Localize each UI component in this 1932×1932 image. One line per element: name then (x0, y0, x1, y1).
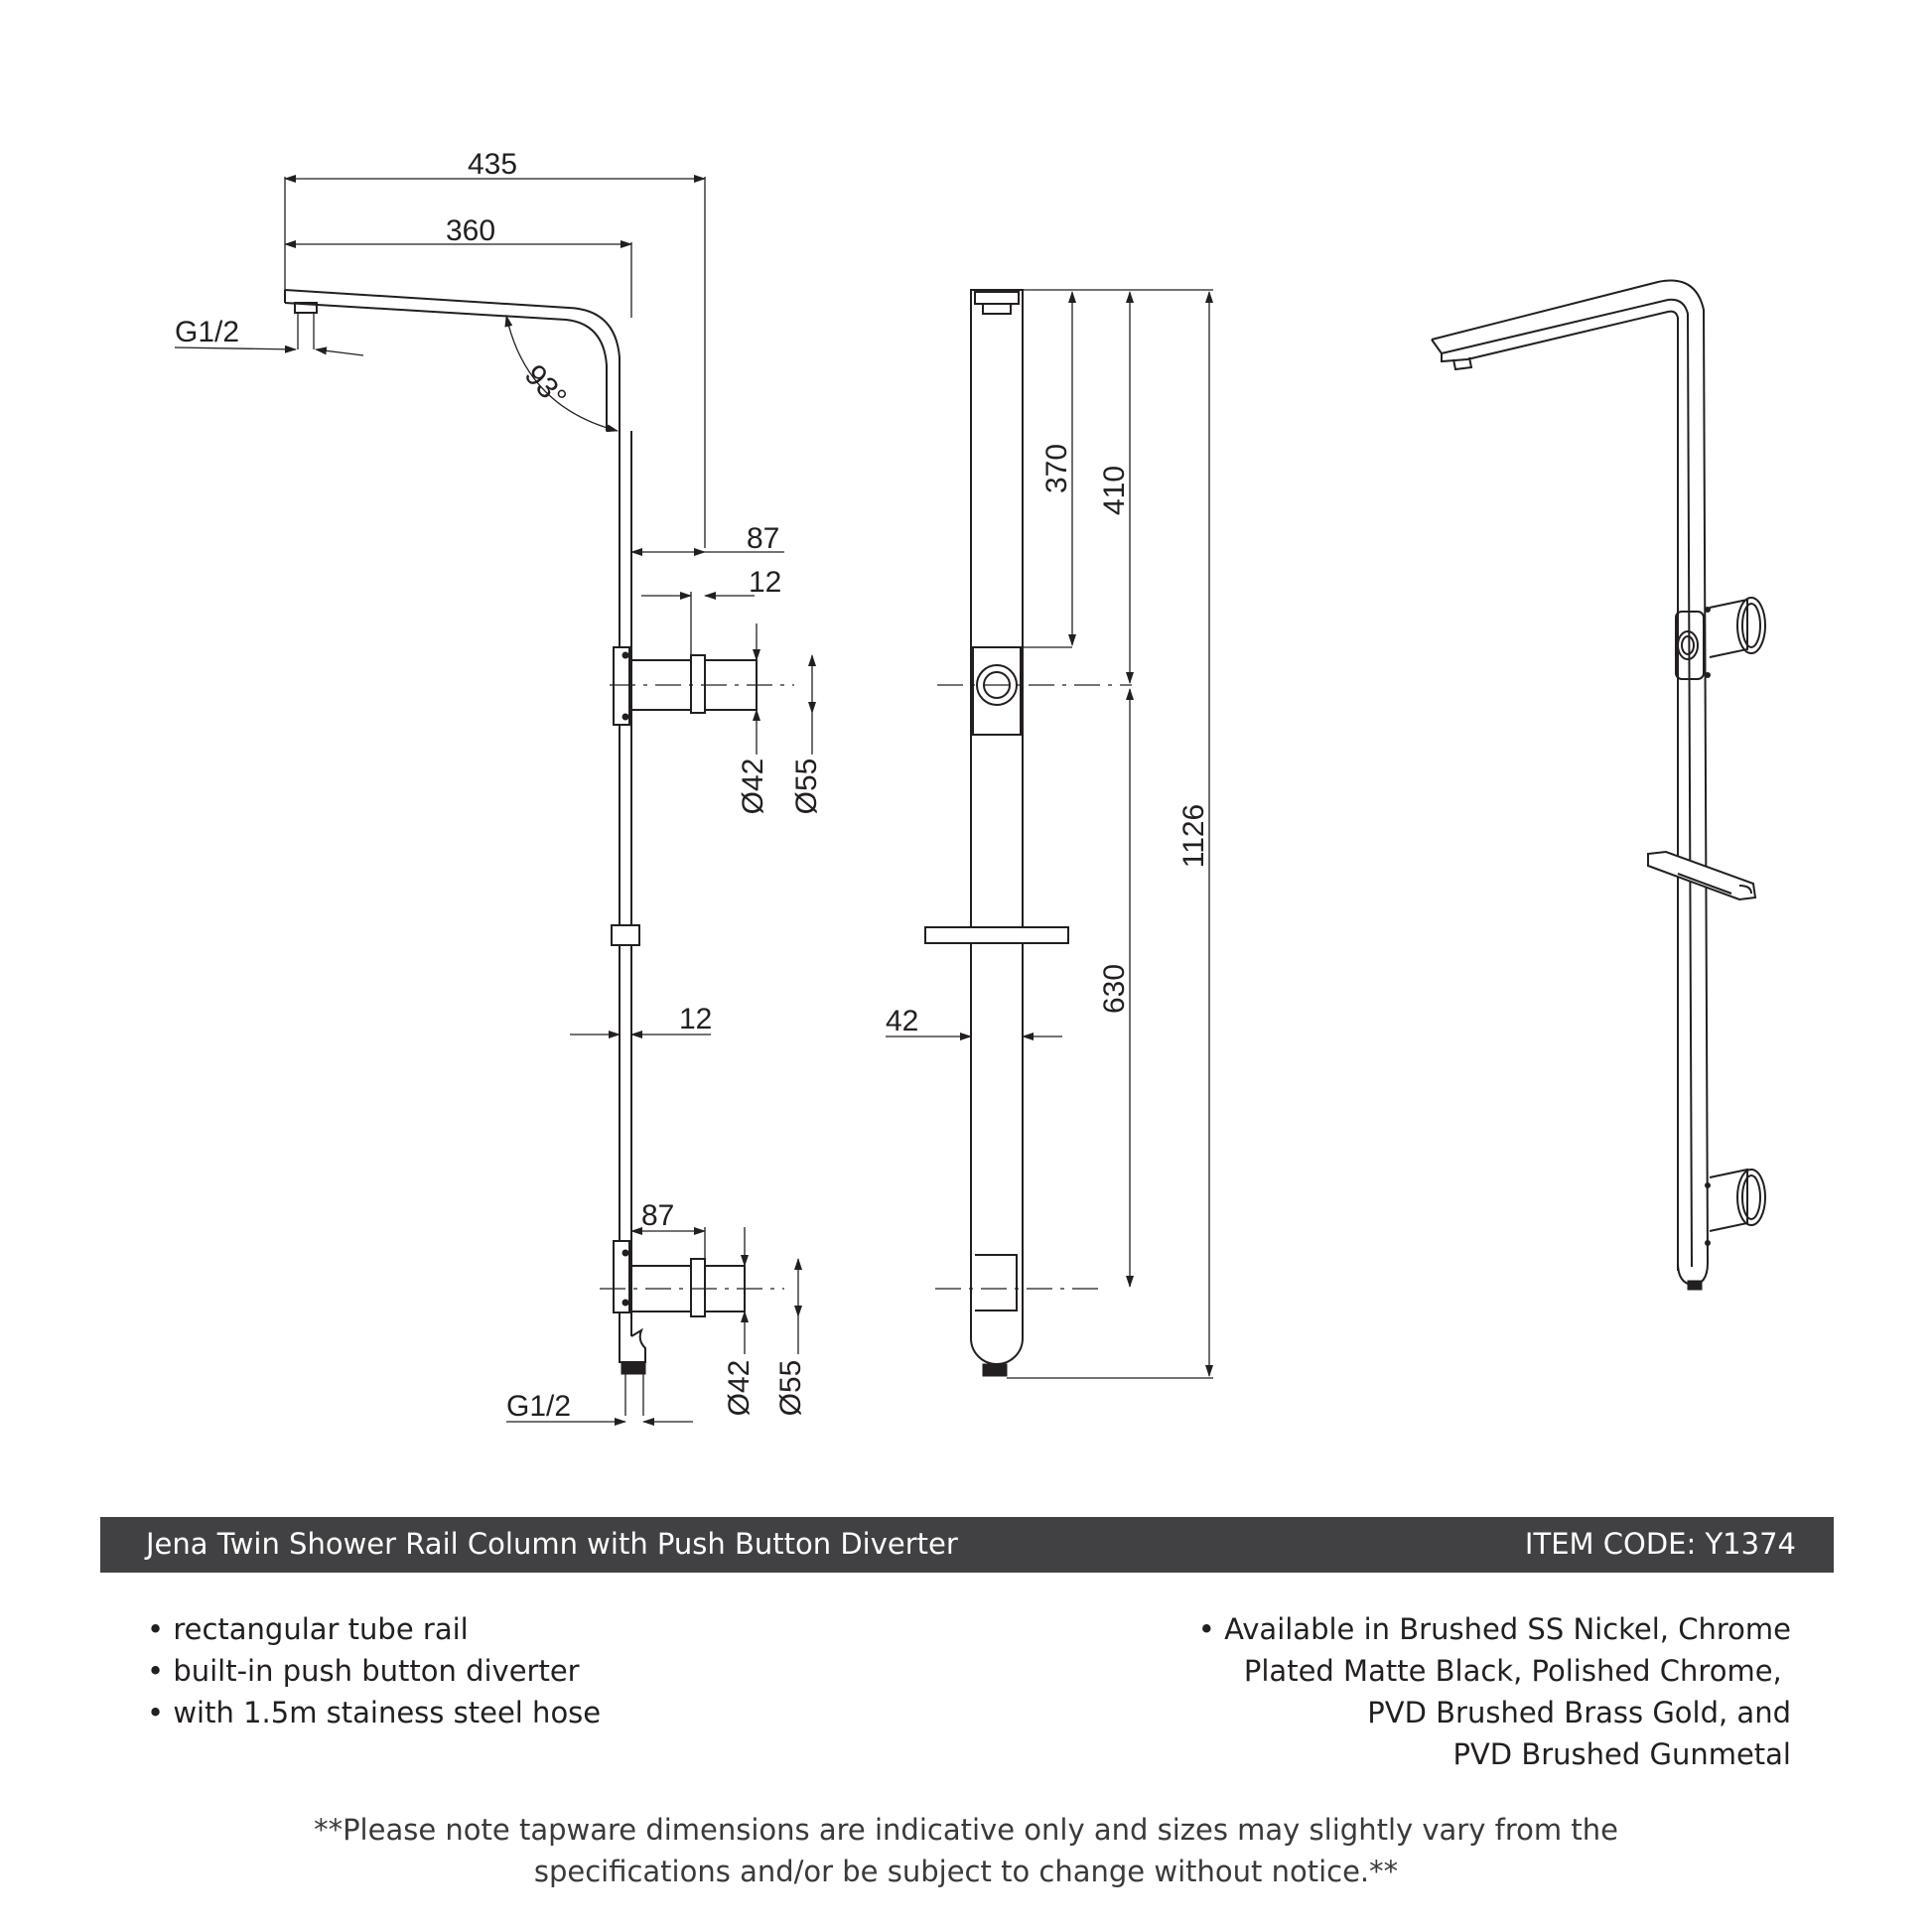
feature-item: • rectangular tube rail (147, 1612, 469, 1646)
technical-drawing: 435 360 G1/2 93° 87 12 Ø42 Ø55 12 (174, 148, 1766, 1426)
feature-item: • with 1.5m stainess steel hose (147, 1696, 602, 1729)
disclaimer-line: **Please note tapware dimensions are ind… (314, 1813, 1618, 1847)
dim-to-diverter: 370 (1040, 444, 1073, 493)
shower-arm-lower-edge (284, 302, 608, 431)
dim-inlet-top: G1/2 (175, 316, 239, 348)
availability-line: PVD Brushed Brass Gold, and (1367, 1696, 1791, 1729)
dim-arm-reach: 360 (446, 214, 495, 247)
perspective-view (1431, 279, 1766, 1291)
front-head-arm (974, 291, 1020, 305)
dim-lower-offset: 87 (641, 1199, 674, 1232)
bottom-outlet (621, 1361, 646, 1375)
availability-line: PVD Brushed Gunmetal (1452, 1737, 1791, 1771)
dim-overall-reach: 435 (468, 148, 517, 181)
perspective-arm (1431, 279, 1709, 1264)
dim-upper-offset: 87 (747, 522, 779, 555)
dim-lower-dia-outer: Ø55 (774, 1360, 807, 1417)
dim-upper-dia-inner: Ø42 (737, 759, 769, 815)
dim-upper-dia-outer: Ø55 (790, 759, 823, 815)
availability-line: • Available in Brushed SS Nickel, Chrome (1197, 1612, 1791, 1646)
dim-inlet-bottom: G1/2 (506, 1390, 571, 1423)
side-view: 435 360 G1/2 93° 87 12 Ø42 Ø55 12 (174, 148, 823, 1426)
dim-rail-depth: 12 (679, 1003, 712, 1035)
perspective-diverter (1675, 611, 1705, 680)
perspective-lower-bracket (1709, 1168, 1748, 1232)
shower-arm (284, 289, 621, 431)
front-diverter-housing (972, 646, 1022, 736)
dim-lower-dia-inner: Ø42 (723, 1360, 756, 1417)
front-rail (970, 289, 1024, 1365)
front-bottom-outlet (982, 1363, 1008, 1377)
front-view: 370 410 1126 630 42 (886, 289, 1213, 1379)
feature-item: • built-in push button diverter (147, 1654, 580, 1688)
dim-overall-height: 1126 (1177, 804, 1210, 869)
slider (611, 924, 640, 946)
head-connector (294, 302, 318, 314)
item-code: ITEM CODE: Y1374 (1524, 1527, 1796, 1561)
perspective-upper-bracket (1709, 598, 1748, 658)
perspective-slider (1647, 850, 1757, 901)
dim-rail-width: 42 (886, 1005, 918, 1037)
feature-list: • rectangular tube rail • built-in push … (147, 1608, 601, 1733)
front-slider (924, 926, 1069, 944)
availability-line: Plated Matte Black, Polished Chrome, (1243, 1654, 1791, 1688)
dim-upper-flange: 12 (749, 566, 781, 599)
product-name: Jena Twin Shower Rail Column with Push B… (146, 1527, 958, 1561)
dim-bracket-spacing: 630 (1098, 964, 1131, 1014)
dim-to-upper-bracket: 410 (1098, 466, 1131, 515)
disclaimer: **Please note tapware dimensions are ind… (0, 1809, 1932, 1892)
title-bar: Jena Twin Shower Rail Column with Push B… (100, 1517, 1834, 1573)
disclaimer-line: specifications and/or be subject to chan… (533, 1855, 1399, 1888)
front-lower-bracket (975, 1254, 1018, 1311)
finish-availability: • Available in Brushed SS Nickel, Chrome… (1198, 1608, 1791, 1775)
